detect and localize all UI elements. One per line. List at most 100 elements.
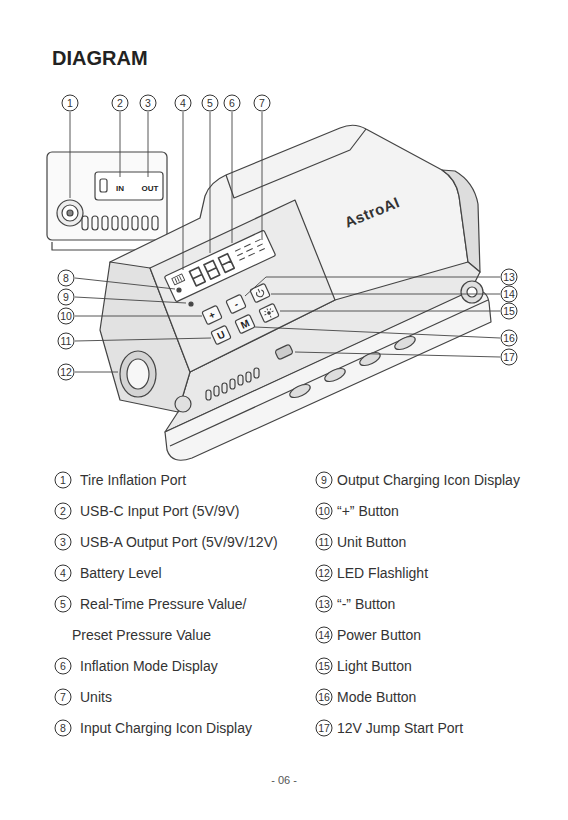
list-text: Tire Inflation Port: [80, 465, 186, 496]
callout-number: 12: [58, 364, 75, 381]
callout-number: 3: [140, 95, 157, 112]
list-number: 8: [55, 720, 72, 737]
housing-ridge: [226, 129, 366, 198]
list-text: USB-C Input Port (5V/9V): [80, 496, 240, 527]
list-text: Output Charging Icon Display: [337, 465, 520, 496]
side-vent: [254, 368, 259, 378]
leader-line: [75, 338, 211, 341]
callout-number: 1: [62, 95, 79, 112]
callout-number: 8: [58, 270, 75, 287]
button-cap: [211, 325, 231, 344]
digit-segments: [189, 254, 234, 286]
list-number: 7: [55, 689, 72, 706]
tire-port-core: [67, 210, 73, 216]
light-button: [259, 303, 279, 322]
side-vent: [214, 386, 219, 396]
unit-marks: [235, 244, 255, 260]
list-text: Real-Time Pressure Value/ Preset Pressur…: [72, 589, 272, 651]
list-number: 11: [316, 534, 333, 551]
button-cap: [259, 303, 279, 322]
list-text: Units: [80, 682, 112, 713]
display-screen: [164, 230, 276, 302]
vent-slot: [122, 216, 128, 230]
light-rays: [262, 306, 275, 319]
port-label: IN: [116, 184, 124, 193]
leader-line: [183, 112, 184, 270]
rail-hole: [288, 382, 312, 400]
list-text: “-” Button: [337, 589, 395, 620]
clamp-end-core: [467, 287, 477, 297]
callout-number: 6: [224, 95, 241, 112]
list-text: 12V Jump Start Port: [337, 713, 463, 744]
callout-number: 2: [112, 95, 129, 112]
button-cap: [250, 283, 270, 302]
side-vent: [230, 379, 235, 389]
port-label: OUT: [142, 184, 159, 193]
leader-line: [120, 112, 121, 177]
leader-line: [271, 294, 500, 295]
callout-number: 5: [202, 95, 219, 112]
vent-slot: [82, 216, 88, 230]
leader-line: [232, 112, 233, 243]
callout-number: 9: [58, 289, 75, 306]
list-number: 13: [316, 596, 333, 613]
leader-line: [70, 112, 71, 198]
rail-hole: [323, 366, 347, 384]
control-panel: [150, 200, 335, 372]
list-number: 4: [55, 565, 72, 582]
leader-line: [75, 372, 118, 373]
flashlight-rim: [120, 351, 156, 397]
callout-number: 13: [501, 269, 518, 286]
button-cap: [202, 305, 222, 324]
list-number: 1: [55, 472, 72, 489]
tire-port-ring: [62, 205, 78, 221]
list-text: Battery Level: [80, 558, 162, 589]
leader-line: [210, 112, 211, 253]
device-drawing: [47, 125, 491, 460]
list-text: “+” Button: [337, 496, 399, 527]
list-number: 17: [316, 720, 333, 737]
leader-line: [75, 297, 186, 303]
list-number: 9: [316, 472, 333, 489]
usb-c-port: [100, 179, 107, 192]
leader-line: [280, 311, 500, 312]
jump-port-socket: [275, 344, 294, 360]
list-text: Mode Button: [337, 682, 416, 713]
housing-side: [442, 170, 480, 272]
power-button: [250, 283, 270, 302]
list-text: Inflation Mode Display: [80, 651, 218, 682]
callout-number: 16: [501, 330, 518, 347]
list-number: 5: [55, 596, 72, 613]
list-text: Unit Button: [337, 527, 406, 558]
display: [164, 230, 276, 302]
callout-number: 11: [58, 333, 75, 350]
handle-rail: [165, 290, 491, 460]
side-vent: [238, 375, 243, 385]
rail-hole: [358, 350, 382, 368]
leader-line: [148, 112, 149, 177]
vent-slot: [102, 216, 108, 230]
callout-number: 14: [501, 286, 518, 303]
mode-button: [235, 314, 255, 333]
port-frame: [95, 172, 163, 200]
leader-line: [255, 327, 500, 338]
callout-number: 10: [58, 308, 75, 325]
list-text: LED Flashlight: [337, 558, 428, 589]
jump-start-port: [275, 344, 294, 360]
list-text: Light Button: [337, 651, 412, 682]
list-number: 14: [316, 627, 333, 644]
battery-outline: [172, 274, 185, 285]
callout-number: 4: [175, 95, 192, 112]
leader-line: [295, 352, 500, 357]
list-text: USB-A Output Port (5V/9V/12V): [80, 527, 278, 558]
leader-line: [262, 112, 263, 240]
flashlight-lens: [127, 359, 149, 389]
battery-bars: [175, 276, 182, 283]
minus-button: [226, 294, 246, 313]
plus-button: [202, 305, 222, 324]
callout-number: 15: [501, 303, 518, 320]
list-number: 15: [316, 658, 333, 675]
callout-number: 7: [254, 95, 271, 112]
inset-panel: [47, 152, 167, 240]
clamp-end: [461, 281, 483, 303]
